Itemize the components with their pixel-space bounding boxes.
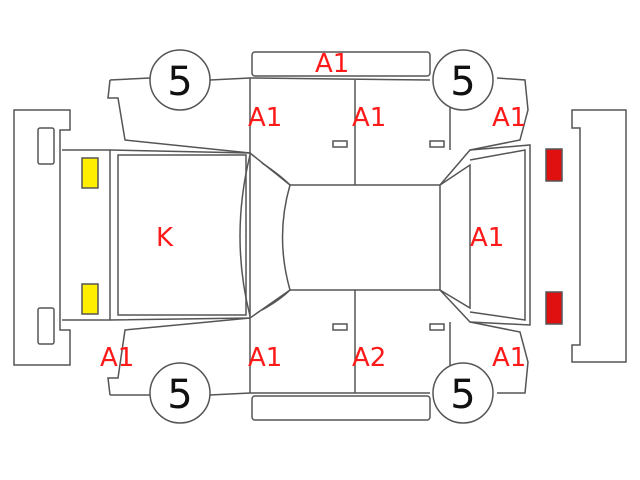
damage-code-trunk: A1 <box>470 223 504 253</box>
damage-code-top-rear-quarter: A1 <box>492 103 526 133</box>
rear-bumper <box>571 109 627 363</box>
car-body <box>62 77 531 396</box>
wheel-rear-right-rating: 5 <box>450 372 475 418</box>
front-bumper <box>13 109 71 366</box>
wheel-rear-left-rating: 5 <box>450 59 475 105</box>
wheel-rear-left: 5 <box>432 49 494 111</box>
front-lamp-top <box>81 157 99 189</box>
rear-lamp-top <box>545 148 563 182</box>
bottom-side-skirt <box>251 395 431 421</box>
damage-code-bottom-rear-quarter: A1 <box>492 343 526 373</box>
wheel-front-right: 5 <box>149 362 211 424</box>
damage-code-top-skirt: A1 <box>315 49 349 79</box>
damage-code-top-front-door: A1 <box>248 103 282 133</box>
damage-code-bottom-front-fender: A1 <box>100 343 134 373</box>
wheel-front-left-rating: 5 <box>167 59 192 105</box>
rear-lamp-bottom <box>545 291 563 325</box>
wheel-front-right-rating: 5 <box>167 372 192 418</box>
damage-code-bottom-front-door: A1 <box>248 343 282 373</box>
front-lamp-bottom <box>81 283 99 315</box>
damage-code-hood: K <box>156 223 174 253</box>
top-side-skirt <box>251 51 431 77</box>
damage-code-bottom-rear-door: A2 <box>352 343 386 373</box>
wheel-rear-right: 5 <box>432 362 494 424</box>
wheel-front-left: 5 <box>149 49 211 111</box>
damage-code-top-rear-door: A1 <box>352 103 386 133</box>
